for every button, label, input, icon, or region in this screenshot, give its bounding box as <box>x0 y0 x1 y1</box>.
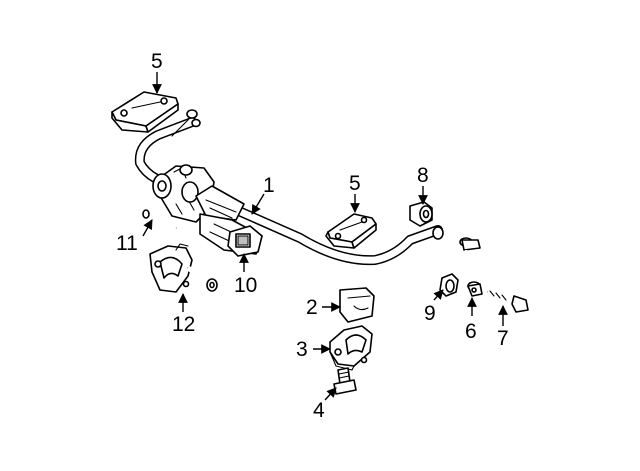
bushing-9 <box>439 273 459 297</box>
callout-6: 6 <box>465 320 477 343</box>
callout-1: 1 <box>263 174 275 197</box>
actuator-assembly <box>152 164 263 255</box>
upper-end-link <box>171 109 201 137</box>
callout-11: 11 <box>116 232 138 255</box>
bracket-12 <box>149 243 218 293</box>
callout-labels: 5 5 1 8 11 10 12 2 3 4 9 6 7 <box>116 50 509 422</box>
pin-11 <box>142 209 177 230</box>
bolt-4 <box>333 367 357 395</box>
bolt-7 <box>487 290 529 313</box>
leader-11 <box>142 219 153 237</box>
callout-5-left: 5 <box>151 50 163 73</box>
leader-9 <box>433 289 444 301</box>
stabilizer-bar <box>134 117 444 266</box>
leader-4 <box>324 387 337 401</box>
callout-7: 7 <box>497 327 509 350</box>
bracket-5-left <box>111 91 179 133</box>
callout-12: 12 <box>172 313 195 336</box>
callout-8: 8 <box>417 164 429 187</box>
bushing-8 <box>409 201 433 227</box>
callout-3: 3 <box>296 338 308 361</box>
leader-1 <box>251 193 265 215</box>
clamp-3 <box>329 325 373 371</box>
stabilizer-link-6 <box>459 237 483 297</box>
callout-5-center: 5 <box>349 172 361 195</box>
callout-10: 10 <box>234 274 257 297</box>
bushing-2 <box>339 287 375 323</box>
callout-4: 4 <box>313 399 325 422</box>
connector-10 <box>227 225 263 257</box>
callout-9: 9 <box>424 302 436 325</box>
leader-lines <box>142 72 508 401</box>
callout-2: 2 <box>306 296 318 319</box>
bracket-5-center <box>325 213 377 249</box>
